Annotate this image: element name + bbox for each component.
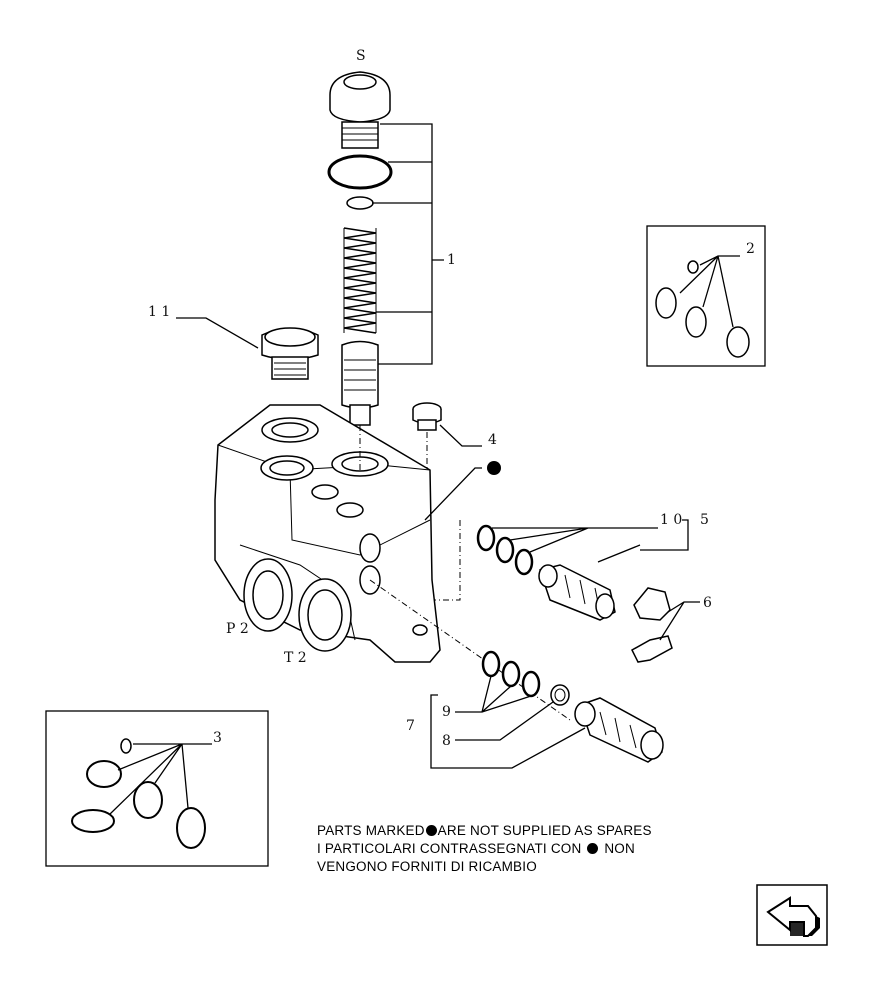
washer-part-8 — [550, 684, 570, 706]
cartridge-part-5 — [538, 564, 616, 621]
leader-9 — [455, 675, 532, 713]
label-t2: T 2 — [284, 650, 307, 666]
axis-line-7 — [369, 579, 571, 721]
label-p2: P 2 — [226, 621, 249, 637]
note-line-1a: PARTS MARKED — [317, 823, 425, 838]
callout-11: 1 1 — [148, 304, 170, 320]
callout-10: 1 0 — [660, 512, 682, 528]
bullet-icon — [487, 461, 501, 475]
note-line-3: VENGONO FORNITI DI RICAMBIO — [317, 859, 537, 874]
parts-note: PARTS MARKED ARE NOT SUPPLIED AS SPARES I… — [317, 822, 737, 876]
leader-6 — [659, 601, 700, 641]
o-ring-large — [327, 154, 393, 190]
note-line-2b: NON — [604, 841, 635, 856]
callout-1: 1 — [447, 252, 456, 268]
o-ring-9b — [501, 660, 521, 688]
callout-8: 8 — [442, 733, 451, 749]
kit-box-2: 2 — [646, 225, 766, 367]
callout-7: 7 — [406, 718, 415, 734]
clip-part-6a — [633, 587, 671, 621]
axis-line-5 — [435, 520, 461, 601]
note-line-1: PARTS MARKED ARE NOT SUPPLIED AS SPARES — [317, 822, 737, 840]
cartridge-part-7 — [574, 697, 664, 763]
washer-part — [346, 196, 374, 210]
o-ring-10c — [514, 548, 534, 576]
note-line-2: I PARTICOLARI CONTRASSEGNATI CON NON — [317, 840, 737, 858]
o-ring-10b — [495, 536, 515, 564]
clip-part-6b — [631, 635, 673, 663]
next-page-arrow-icon — [756, 884, 828, 946]
leader-10 — [492, 527, 658, 563]
plug-part-11 — [261, 327, 319, 380]
label-s: S — [356, 48, 366, 64]
kit-box-3: 3 — [45, 710, 269, 867]
bracket-5 — [640, 519, 689, 551]
o-ring-10a — [476, 524, 496, 552]
piston-part — [341, 340, 379, 426]
spring-part — [343, 227, 377, 334]
o-ring-9c — [521, 670, 541, 698]
leader-body — [424, 467, 482, 521]
leader-4 — [439, 424, 482, 447]
bullet-icon — [587, 843, 599, 854]
callout-3: 3 — [213, 730, 222, 746]
callout-9: 9 — [442, 704, 451, 720]
note-line-1b: ARE NOT SUPPLIED AS SPARES — [437, 823, 652, 838]
callout-2: 2 — [746, 241, 755, 257]
callout-5: 5 — [700, 512, 709, 528]
bracket-1 — [372, 123, 444, 365]
plug-part-4 — [412, 402, 442, 431]
o-ring-9a — [481, 650, 501, 678]
callout-4: 4 — [488, 432, 497, 448]
bracket-7 — [430, 694, 586, 769]
leader-8 — [455, 701, 554, 741]
leader-11 — [176, 317, 259, 349]
next-page-button[interactable] — [756, 884, 828, 946]
note-line-2a: I PARTICOLARI CONTRASSEGNATI CON — [317, 841, 582, 856]
bullet-icon — [425, 825, 437, 836]
callout-6: 6 — [703, 595, 712, 611]
relief-cap-part — [329, 71, 391, 149]
